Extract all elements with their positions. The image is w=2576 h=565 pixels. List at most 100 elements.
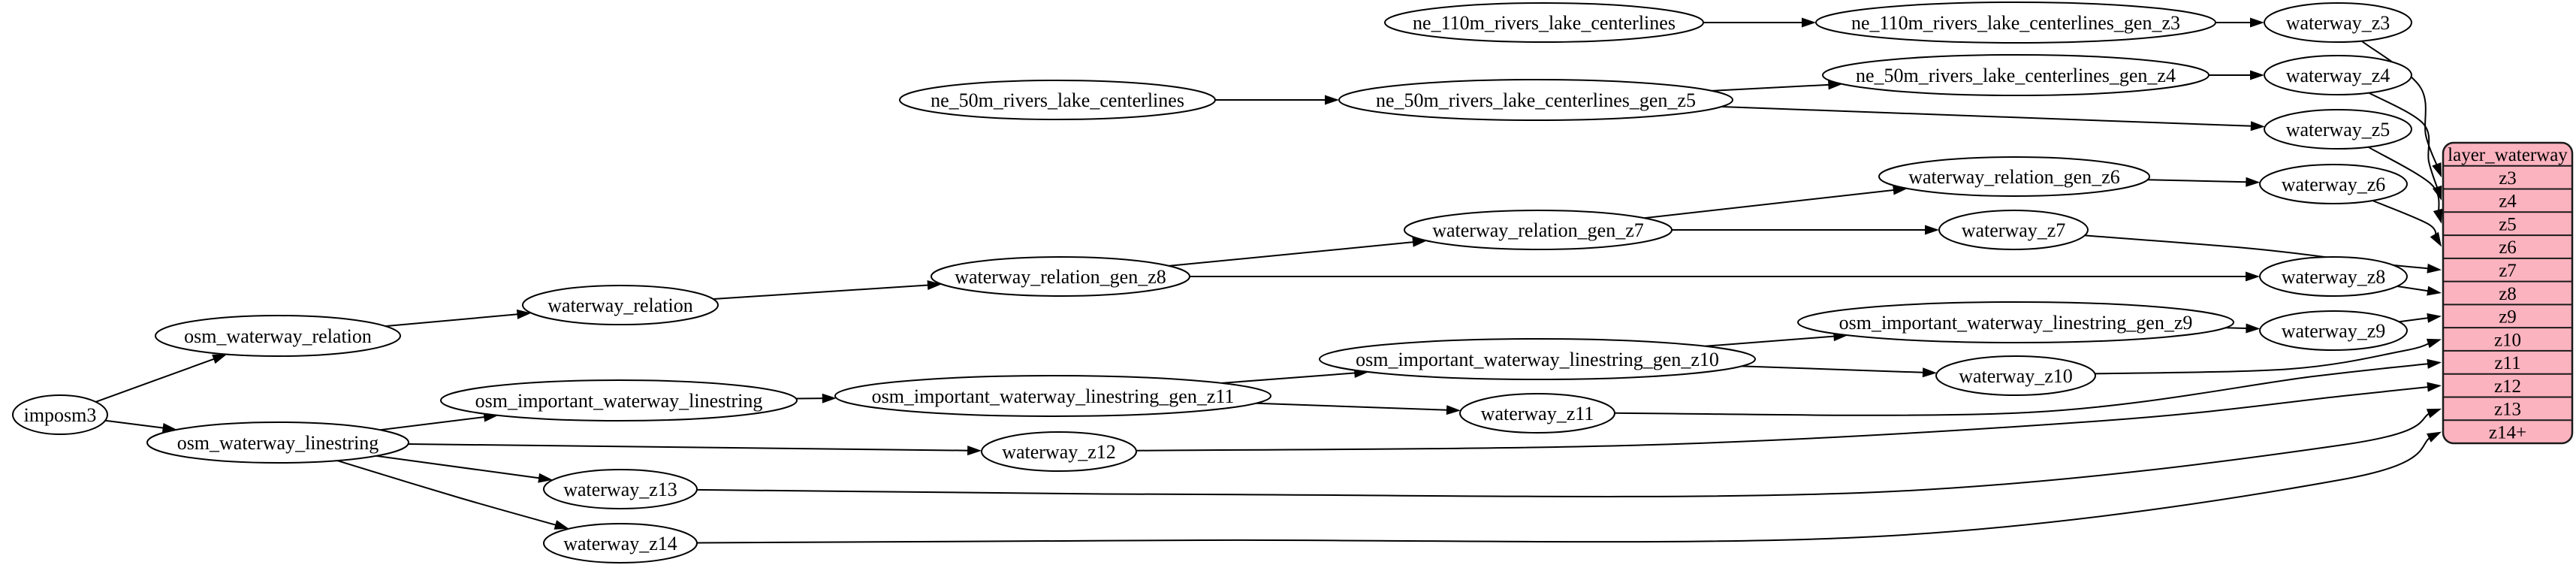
edge-ne_50m_rivers_lake_centerlines_gen_z5-to-waterway_z5	[1721, 106, 2265, 131]
edge-waterway_relation-to-waterway_relation_gen_z8	[713, 279, 942, 300]
node-ellipse	[899, 80, 1216, 120]
node-label: waterway_relation_gen_z6	[1908, 166, 2120, 188]
arrowhead-icon	[1828, 80, 1843, 90]
edge-osm_important_waterway_linestring-to-osm_important_waterway_linestring_gen_z11	[795, 393, 837, 403]
node-ellipse	[2259, 256, 2408, 297]
node-waterway_z13: waterway_z13	[543, 469, 698, 509]
node-label: waterway_z6	[2282, 174, 2386, 195]
edge-line	[2147, 179, 2250, 183]
node-ellipse	[543, 469, 698, 509]
edge-waterway_z5-to-layer_waterway-z5	[2367, 146, 2443, 224]
node-label: waterway_z8	[2282, 266, 2386, 288]
arrowhead-icon	[2426, 338, 2442, 349]
edge-line	[1705, 335, 1838, 347]
edge-line	[1256, 402, 1451, 411]
edge-line	[1169, 240, 1417, 267]
node-label: osm_waterway_linestring	[177, 432, 379, 454]
edge-line	[380, 415, 488, 431]
node-waterway_z5: waterway_z5	[2264, 109, 2412, 150]
arrowhead-icon	[967, 446, 982, 456]
edge-line	[376, 455, 543, 479]
edge-line	[105, 419, 167, 430]
edge-osm_important_waterway_linestring_gen_z11-to-waterway_z11	[1256, 402, 1461, 415]
node-waterway_z10: waterway_z10	[1935, 355, 2096, 396]
record-row-z13: z13	[2494, 400, 2521, 420]
node-ellipse	[1878, 156, 2150, 197]
node-ne_50m_rivers_lake_centerlines: ne_50m_rivers_lake_centerlines	[899, 80, 1216, 120]
arrowhead-icon	[1412, 237, 1427, 247]
arrowhead-icon	[1446, 405, 1461, 415]
edge-waterway_relation_gen_z7-to-waterway_z7	[1672, 225, 1939, 235]
arrowhead-icon	[212, 354, 228, 364]
node-osm_waterway_linestring: osm_waterway_linestring	[146, 421, 409, 464]
record-row-z7: z7	[2499, 261, 2517, 281]
edge-osm_waterway_linestring-to-waterway_z12	[408, 443, 982, 456]
record-row-z3: z3	[2499, 168, 2517, 189]
arrowhead-icon	[2246, 323, 2261, 334]
node-osm_waterway_relation: osm_waterway_relation	[155, 315, 401, 357]
node-waterway_z3: waterway_z3	[2264, 2, 2412, 43]
edge-ne_50m_rivers_lake_centerlines-to-ne_50m_rivers_lake_centerlines_gen_z5	[1215, 95, 1339, 105]
node-ellipse	[1938, 210, 2089, 250]
record-row-z14plus: z14+	[2489, 422, 2526, 443]
node-label: waterway_z11	[1481, 403, 1594, 425]
edge-osm_waterway_linestring-to-waterway_z14	[336, 460, 569, 530]
node-ne_50m_rivers_lake_centerlines_gen_z4: ne_50m_rivers_lake_centerlines_gen_z4	[1822, 54, 2210, 96]
node-ellipse	[2259, 164, 2408, 204]
edge-line	[2399, 316, 2432, 323]
node-waterway_relation: waterway_relation	[522, 285, 719, 325]
node-label: waterway_relation_gen_z8	[955, 266, 1166, 288]
node-waterway_z11: waterway_z11	[1459, 393, 1615, 434]
node-osm_important_waterway_linestring: osm_important_waterway_linestring	[440, 379, 798, 421]
edge-line	[696, 435, 2433, 544]
record-row-z6: z6	[2499, 237, 2517, 258]
node-ellipse	[2264, 109, 2412, 150]
edge-waterway_z13-to-layer_waterway-z13	[696, 408, 2442, 497]
arrowhead-icon	[1802, 17, 1816, 28]
node-label: waterway_z5	[2286, 119, 2390, 140]
arrowhead-icon	[2432, 162, 2442, 178]
edge-waterway_relation_gen_z6-to-waterway_z6	[2147, 177, 2261, 187]
node-ellipse	[1815, 2, 2216, 44]
node-label: waterway_z13	[563, 479, 677, 500]
edge-waterway_z6-to-layer_waterway-z6	[2372, 200, 2442, 247]
node-imposm3: imposm3	[12, 394, 108, 435]
record-title: layer_waterway	[2448, 145, 2568, 165]
edge-line	[1644, 189, 1897, 219]
node-ellipse	[155, 315, 401, 357]
node-ellipse	[1822, 54, 2210, 96]
record-row-z9: z9	[2499, 307, 2517, 328]
edge-osm_important_waterway_linestring_gen_z10-to-waterway_z10	[1741, 365, 1938, 378]
node-osm_important_waterway_linestring_gen_z9: osm_important_waterway_linestring_gen_z9	[1797, 301, 2234, 343]
record-row-z12: z12	[2494, 376, 2521, 397]
node-label: waterway_z7	[1962, 219, 2066, 241]
node-ne_110m_rivers_lake_centerlines_gen_z3: ne_110m_rivers_lake_centerlines_gen_z3	[1815, 2, 2216, 44]
node-osm_important_waterway_linestring_gen_z11: osm_important_waterway_linestring_gen_z1…	[834, 375, 1271, 417]
arrowhead-icon	[2433, 208, 2443, 224]
edge-waterway_relation_gen_z8-to-waterway_relation_gen_z7	[1169, 237, 1427, 267]
record-row-z5: z5	[2499, 214, 2517, 234]
node-waterway_z14: waterway_z14	[543, 523, 698, 563]
node-waterway_relation_gen_z7: waterway_relation_gen_z7	[1404, 210, 1673, 250]
edge-imposm3-to-osm_waterway_relation	[95, 354, 228, 403]
arrowhead-icon	[2430, 231, 2442, 247]
arrowhead-icon	[2427, 313, 2442, 323]
node-ellipse	[1459, 393, 1615, 434]
arrowhead-icon	[538, 473, 554, 483]
node-ne_50m_rivers_lake_centerlines_gen_z5: ne_50m_rivers_lake_centerlines_gen_z5	[1338, 79, 1733, 121]
node-waterway_z12: waterway_z12	[981, 431, 1137, 472]
node-label: osm_important_waterway_linestring_gen_z1…	[1356, 349, 1719, 370]
node-ellipse	[543, 523, 698, 563]
node-waterway_z7: waterway_z7	[1938, 210, 2089, 250]
edge-waterway_z9-to-layer_waterway-z9	[2399, 313, 2442, 323]
arrowhead-icon	[2426, 408, 2442, 418]
node-ellipse	[981, 431, 1137, 472]
edge-line	[408, 443, 972, 452]
node-label: osm_important_waterway_linestring	[475, 390, 763, 412]
node-label: waterway_z9	[2282, 320, 2386, 342]
edge-line	[1721, 106, 2255, 127]
edge-line	[2368, 92, 2439, 191]
node-ellipse	[931, 256, 1190, 297]
node-osm_important_waterway_linestring_gen_z10: osm_important_waterway_linestring_gen_z1…	[1319, 338, 1756, 380]
